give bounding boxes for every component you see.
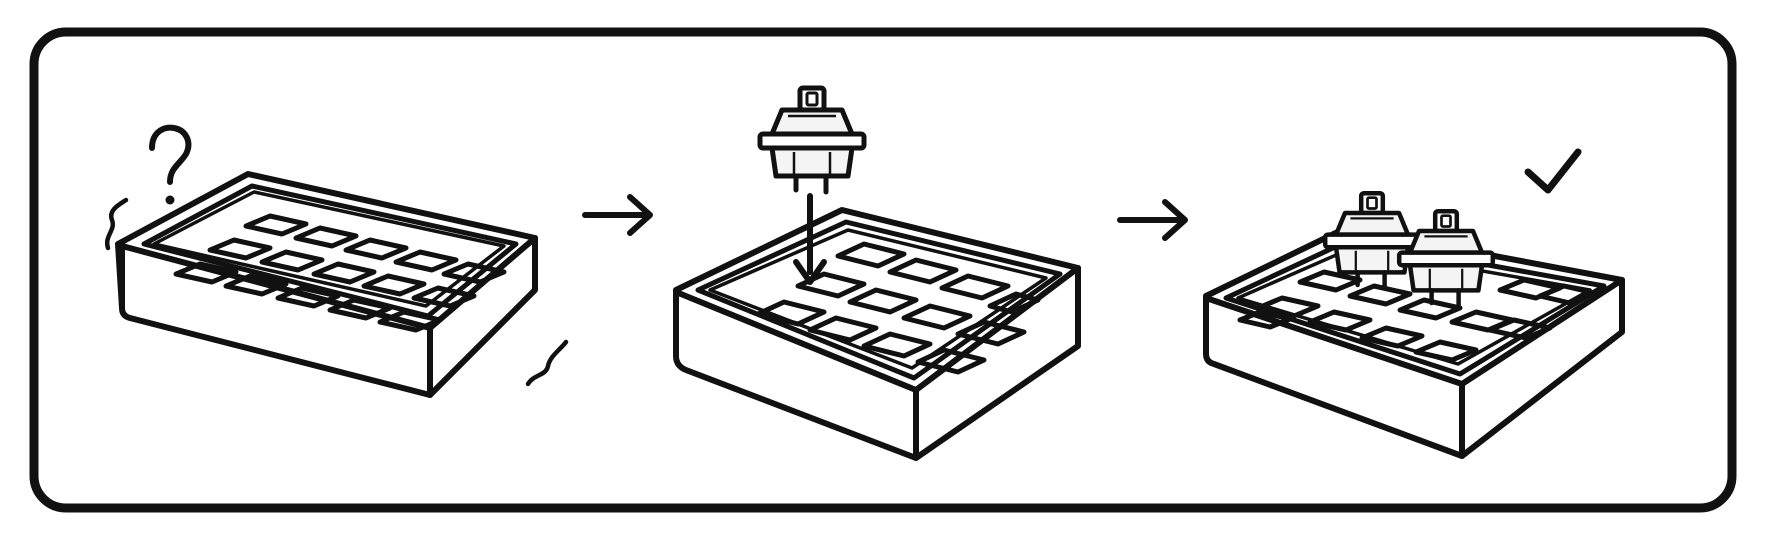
panel-3-completed bbox=[1203, 148, 1625, 459]
panel-2-insertion bbox=[673, 88, 1081, 461]
right-arrow-icon bbox=[582, 194, 653, 236]
panel-3-key-sockets bbox=[1237, 269, 1597, 363]
wobble-mark-icon bbox=[104, 197, 569, 387]
right-arrow-icon bbox=[1117, 199, 1188, 241]
switch-above-plate bbox=[760, 88, 864, 192]
panel-1-key-sockets bbox=[173, 213, 507, 333]
question-mark-icon bbox=[149, 124, 192, 205]
down-arrow-icon bbox=[793, 193, 827, 285]
seated-switch-left bbox=[1325, 193, 1419, 287]
panel-1-empty-plate bbox=[104, 124, 569, 398]
checkmark-icon bbox=[1524, 148, 1582, 194]
outer-frame bbox=[29, 27, 1737, 513]
seated-switch-right bbox=[1399, 211, 1493, 305]
